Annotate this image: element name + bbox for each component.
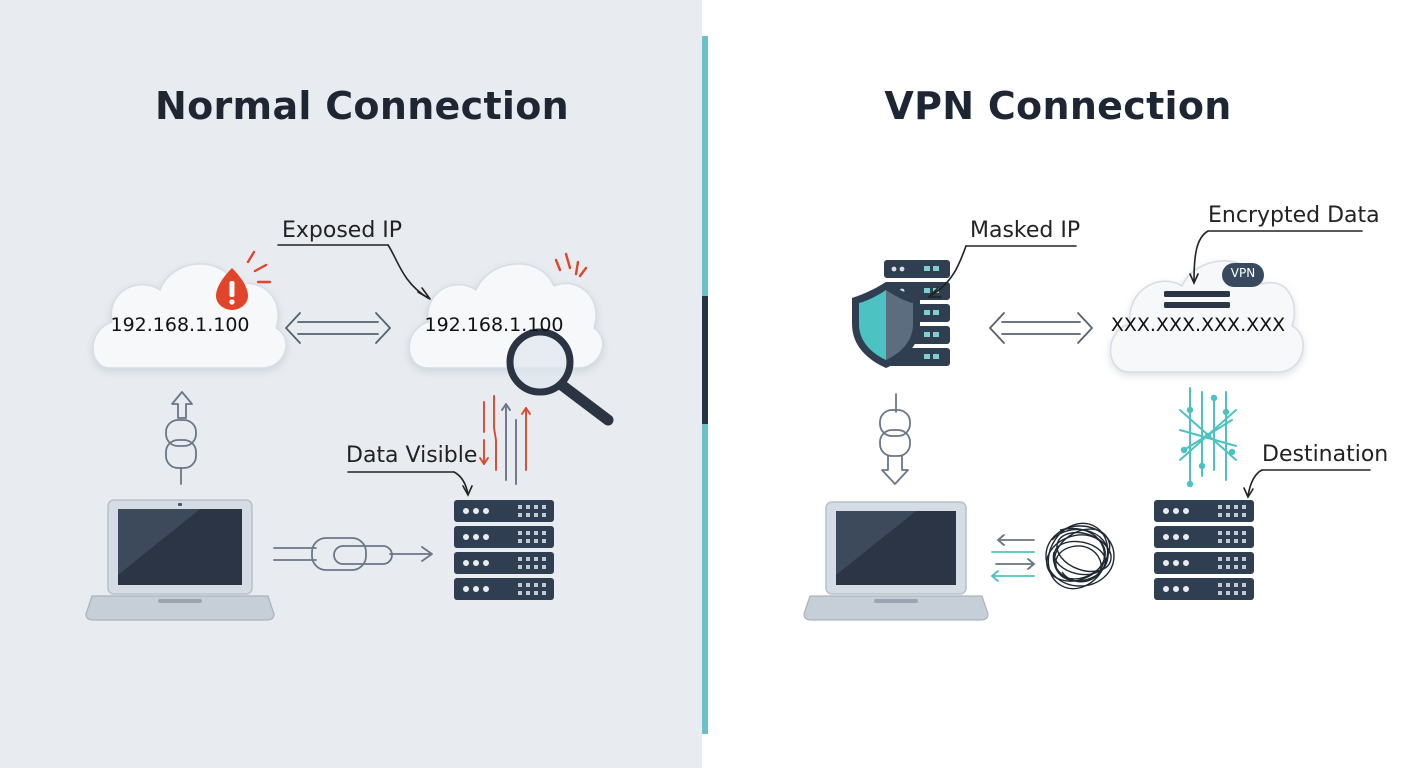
vpn-badge-label: VPN — [1230, 266, 1256, 280]
server-ip-value: 192.168.1.100 — [424, 314, 564, 336]
server-icon — [454, 500, 554, 600]
vpn-cloud-icon — [1109, 260, 1304, 373]
alert-rays-icon — [554, 252, 588, 278]
destination-label: Destination — [1262, 442, 1389, 467]
normal-connection-title: Normal Connection — [155, 84, 569, 128]
encrypted-bars-icon — [1164, 291, 1230, 308]
masked-ip-label: Masked IP — [970, 218, 1081, 243]
data-visible-label: Data Visible — [346, 443, 478, 468]
vpn-bidirectional-arrow-icon — [989, 312, 1093, 344]
chain-link-icon — [273, 537, 433, 571]
vpn-laptop-icon — [803, 501, 989, 621]
laptop-icon — [85, 499, 275, 621]
encrypted-data-label: Encrypted Data — [1208, 203, 1380, 228]
exposed-ip-leader — [277, 244, 431, 300]
exposed-ip-label: Exposed IP — [282, 218, 403, 243]
traffic-arrows-icon — [991, 534, 1035, 582]
client-ip-value: 192.168.1.100 — [110, 314, 250, 336]
warning-icon — [216, 250, 272, 310]
panel-divider-accent — [702, 296, 708, 424]
vpn-badge — [1222, 263, 1264, 287]
upload-chain-icon — [165, 391, 197, 485]
bidirectional-arrow-icon — [285, 312, 391, 344]
vpn-connection-title: VPN Connection — [884, 84, 1232, 128]
vpn-connection-panel — [702, 0, 1408, 768]
encrypted-data-leader — [1189, 230, 1363, 285]
shield-icon — [852, 282, 920, 368]
network-mesh-icon — [1179, 387, 1237, 488]
destination-server-icon — [1154, 500, 1254, 600]
data-stream-icon — [479, 395, 531, 485]
scribble-icon — [1045, 522, 1115, 590]
magnifier-icon — [506, 328, 614, 426]
download-chain-icon — [879, 393, 911, 485]
data-visible-leader — [347, 471, 473, 497]
masked-ip-value: XXX.XXX.XXX.XXX — [1110, 314, 1286, 336]
normal-connection-panel — [0, 0, 702, 768]
masked-ip-leader — [927, 245, 1077, 298]
destination-leader — [1243, 469, 1371, 499]
